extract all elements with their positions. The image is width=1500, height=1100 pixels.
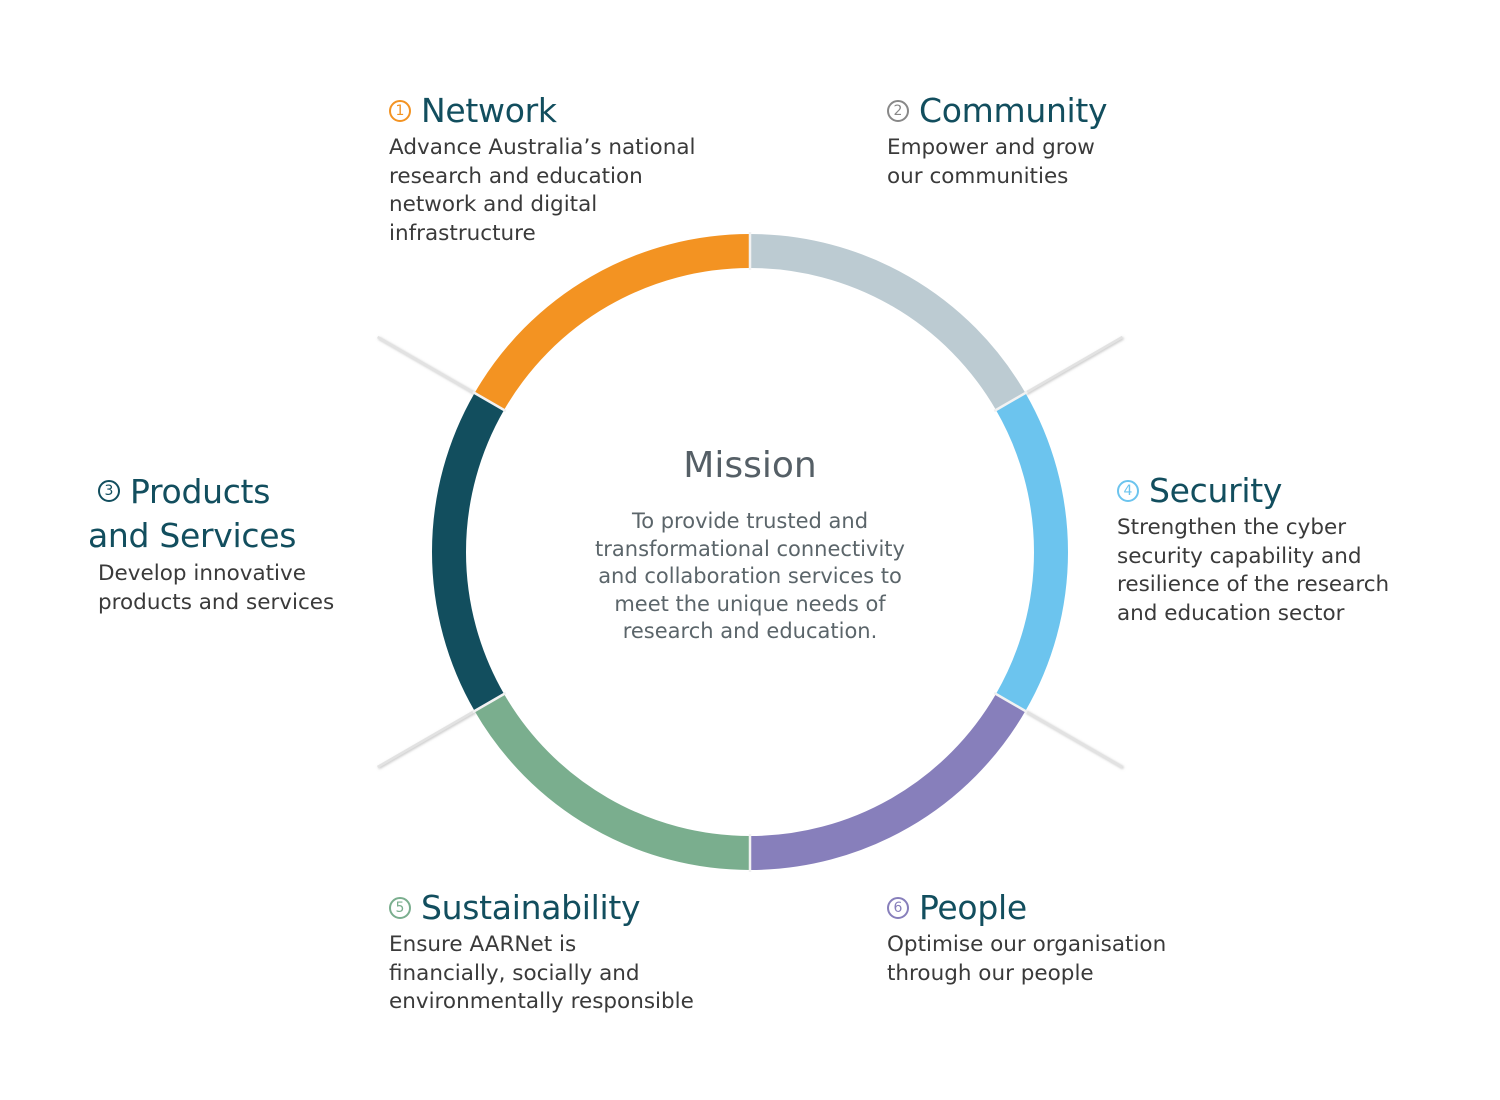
ring-segment-products-services [432, 393, 505, 711]
number-2-icon: 2 [887, 100, 909, 122]
pillar-description: Optimise our organisation through our pe… [887, 932, 1167, 986]
number-5-icon: 5 [389, 897, 411, 919]
number-4-icon: 4 [1117, 480, 1139, 502]
pillar-description: Develop innovative products and services [98, 561, 335, 615]
pillar-description: Ensure AARNet is financially, socially a… [389, 932, 694, 1014]
ring-segment-community [749, 234, 1026, 411]
pillar-security: 4 Security Strengthen the cyber security … [1117, 470, 1389, 628]
mission-text: To provide trusted and transformational … [595, 509, 905, 643]
segment-separator [993, 390, 1028, 413]
ring-segment-people [749, 693, 1026, 870]
mission-center: Mission To provide trusted and transform… [570, 445, 930, 646]
segment-separator [993, 691, 1028, 714]
pillar-title: Products and Services [88, 472, 297, 555]
pillar-title: Security [1149, 471, 1283, 510]
pillar-network: 1 Network Advance Australia’s national re… [389, 90, 696, 248]
pillar-people: 6 People Optimise our organisation throug… [887, 887, 1166, 988]
divider-line [376, 335, 476, 395]
divider-line [1024, 709, 1124, 769]
divider-line [1024, 335, 1124, 395]
pillar-title: Network [421, 91, 557, 130]
pillar-title: People [919, 888, 1027, 927]
segment-separator [472, 390, 507, 413]
pillar-description: Strengthen the cyber security capability… [1117, 515, 1390, 626]
number-3-icon: 3 [98, 480, 120, 502]
pillar-title: Community [919, 91, 1108, 130]
number-6-icon: 6 [887, 897, 909, 919]
ring-segment-security [995, 393, 1068, 711]
segment-separator [472, 691, 507, 714]
number-1-icon: 1 [389, 100, 411, 122]
pillar-description: Empower and grow our communities [887, 135, 1095, 189]
pillar-description: Advance Australia’s national research an… [389, 135, 696, 246]
ring-segment-sustainability [474, 693, 751, 870]
pillar-community: 2 Community Empower and grow our communit… [887, 90, 1108, 191]
pillar-sustainability: 5 Sustainability Ensure AARNet is financi… [389, 887, 694, 1017]
mission-title: Mission [683, 445, 817, 486]
pillar-title: Sustainability [421, 888, 641, 927]
divider-line [376, 709, 476, 769]
ring-segment-network [474, 234, 751, 411]
